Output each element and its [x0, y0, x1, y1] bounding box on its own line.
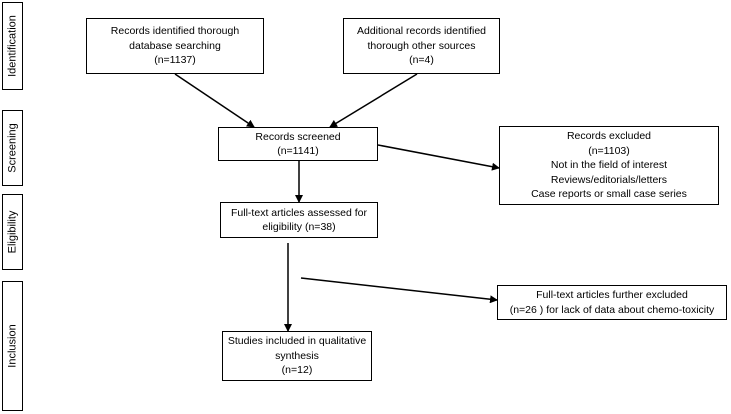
box-identified-db-line-1: Records identified thorough	[110, 25, 240, 38]
box-identified-other-line-3: (n=4)	[409, 54, 434, 67]
phase-screening: Screening	[2, 110, 23, 186]
box-screened-line-1: Records screened	[255, 130, 341, 143]
box-fulltext-line-2: eligibility (n=38)	[262, 221, 336, 233]
box-included-line-1: Studies included in qualitative	[227, 335, 367, 348]
box-excluded-line-1: Records excluded	[566, 130, 652, 143]
box-further-excluded-line-1: Full-text articles further excluded	[536, 289, 688, 302]
box-fulltext-line-1: Full-text articles assessed for	[231, 206, 367, 219]
phase-identification: Identification	[2, 2, 23, 90]
box-screened-line-2: (n=1141)	[277, 145, 319, 157]
box-identified-other-line-1: Additional records identified	[357, 25, 486, 38]
box-excluded-line-3: Not in the field of interest	[550, 159, 668, 172]
box-fulltext-assessed: Full-text articles assessed for eligibil…	[220, 202, 378, 238]
box-additional-records-other-sources: Additional records identified thorough o…	[343, 18, 500, 74]
arrow-other-to-screened	[329, 73, 418, 128]
box-included-line-3: (n=12)	[281, 364, 313, 377]
box-identified-db-line-2: database searching	[129, 39, 221, 52]
box-studies-included: Studies included in qualitative synthesi…	[222, 331, 372, 381]
phase-inclusion: Inclusion	[2, 281, 23, 411]
arrow-db-to-screened	[174, 73, 255, 128]
arrow-screened-to-excluded	[377, 144, 500, 171]
box-excluded-line-5: Case reports or small case series	[531, 188, 687, 201]
box-excluded-line-2: (n=1103)	[588, 144, 630, 157]
phase-eligibility: Eligibility	[2, 194, 23, 270]
arrow-fulltext-to-further-excluded	[300, 277, 498, 304]
box-further-excluded-line-2: (n=26 ) for lack of data about chemo-tox…	[509, 303, 715, 316]
box-records-identified-database: Records identified thorough database sea…	[86, 18, 264, 74]
box-records-screened: Records screened (n=1141)	[218, 127, 378, 161]
box-records-excluded: Records excluded (n=1103) Not in the fie…	[499, 126, 719, 205]
box-included-line-2: synthesis	[275, 349, 319, 362]
box-excluded-line-4: Reviews/editorials/letters	[550, 173, 668, 186]
box-identified-other-line-2: thorough other sources	[367, 39, 476, 52]
box-identified-db-line-3: (n=1137)	[154, 54, 196, 67]
box-fulltext-further-excluded: Full-text articles further excluded (n=2…	[497, 285, 727, 320]
